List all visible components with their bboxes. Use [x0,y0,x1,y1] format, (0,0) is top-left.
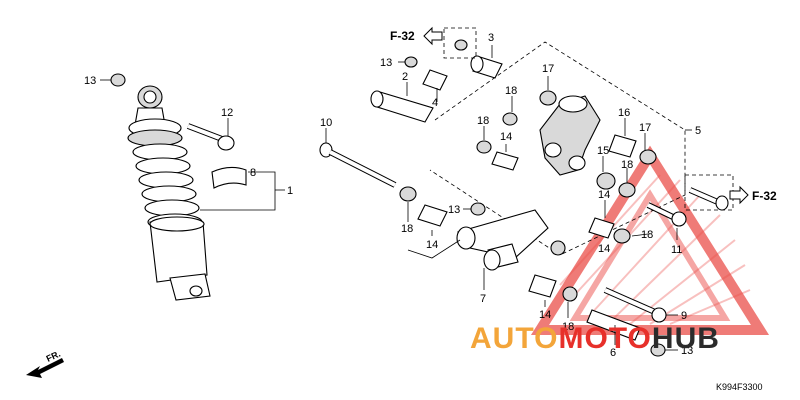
nut-part-13-b [404,56,418,68]
label-part-17-b: 17 [639,122,651,134]
label-part-18-e: 18 [621,159,633,171]
label-part-7: 7 [480,293,486,305]
label-part-14-d: 14 [598,189,610,201]
label-part-14-a: 14 [500,131,512,143]
label-part-18-b: 18 [477,115,489,127]
label-part-18-c: 18 [401,223,413,235]
arrow-icon-f32-top [423,26,443,46]
label-part-6: 6 [610,347,616,359]
label-part-18-d: 18 [562,321,574,333]
label-part-12: 12 [221,107,233,119]
collar-part-8 [211,166,247,189]
bush-part-14-b [417,204,448,227]
bolt-part-9 [603,287,667,323]
front-arrow-icon [26,358,64,378]
watermark-text-hub: HUB [652,322,720,355]
label-part-18-f: 18 [641,229,653,241]
label-part-3: 3 [488,32,494,44]
leader-lines [100,45,692,351]
label-part-13-d: 13 [681,345,693,357]
link-part-5 [539,95,601,176]
watermark-text-auto: AUTO [470,322,558,355]
bush-part-14-c [528,274,557,298]
label-part-4: 4 [432,97,438,109]
label-part-2: 2 [402,71,408,83]
label-part-9: 9 [681,310,687,322]
label-part-13-b: 13 [380,57,392,69]
bolt-part-11 [646,202,687,227]
label-part-17-a: 17 [542,63,554,75]
label-part-14-c: 14 [539,309,551,321]
label-part-16: 16 [618,107,630,119]
part-5-group-outline [429,41,686,256]
label-part-13-c: 13 [448,204,460,216]
ref-label-f32-right: F-32 [752,189,777,203]
bushing-part-15-b [596,172,616,190]
nut-part-13-a [110,73,126,87]
bolt-part-10 [319,142,397,188]
washer-part-18-c [399,186,417,202]
seal-part-17-b [639,149,657,165]
nut-part-13-c [470,202,486,216]
arm-part-7 [456,209,549,271]
seal-part-18-e [618,182,636,198]
bush-part-16 [608,134,637,158]
ref-box-f32-top [443,27,477,59]
watermark-logo [530,145,770,335]
label-part-5: 5 [695,125,701,137]
nut-part-13-ref [454,39,468,51]
bolt-f32-right [688,187,729,211]
seal-part-18-d [562,286,578,302]
label-part-15: 15 [597,145,609,157]
shock-absorber [127,85,211,301]
part-number-labels: 1 2 3 4 5 6 7 8 9 10 11 12 13 13 13 13 1… [45,29,777,392]
label-part-11: 11 [671,244,682,256]
label-part-14-b: 14 [426,239,438,251]
bolt-part-12 [186,123,235,151]
seal-part-17-a [539,90,557,106]
label-part-1: 1 [287,185,293,197]
seal-part-18-f [613,228,631,244]
bushing-part-15-a [550,240,566,256]
arrow-icon-f32-right [729,185,749,205]
label-part-10: 10 [320,117,332,129]
label-part-13-a: 13 [84,75,96,87]
bush-part-4 [422,69,448,91]
label-part-18-a: 18 [505,85,517,97]
bush-part-14-d [588,217,615,239]
watermark-text: AUTOMOTOHUB [470,322,720,355]
bush-part-14-a [491,151,519,171]
label-part-8: 8 [250,167,256,179]
label-part-14-e: 14 [598,243,610,255]
seal-part-18-a [502,112,518,126]
seal-part-18-b [476,140,492,154]
ref-label-f32-top: F-32 [390,29,415,43]
collar-part-6 [586,309,641,341]
watermark-text-moto: MOTO [558,322,651,355]
diagram-code: K994F3300 [716,382,763,392]
